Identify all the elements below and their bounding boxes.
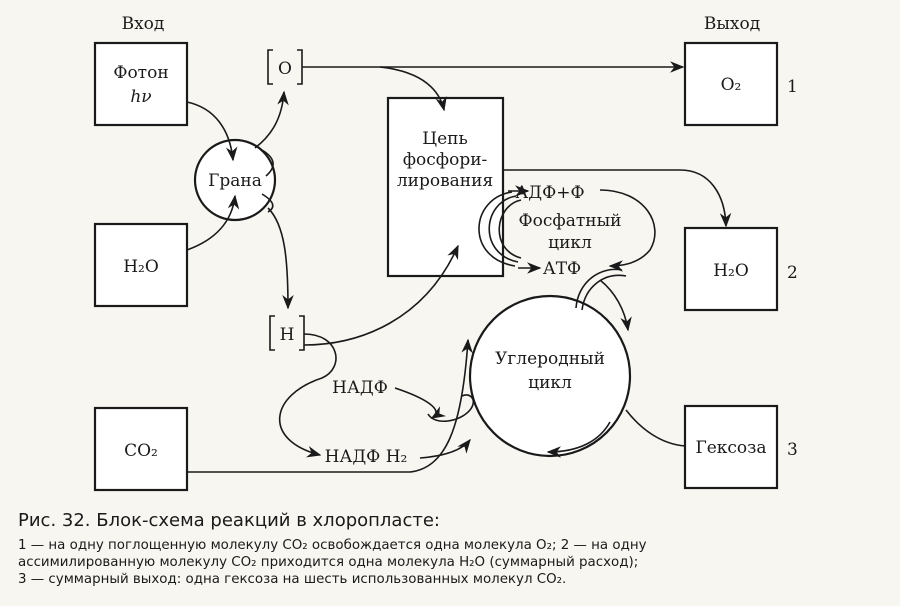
photon-to-grana-arrow <box>186 101 238 162</box>
co2-input-label: CO₂ <box>124 441 158 461</box>
hexose-output-label: Гексоза <box>695 438 766 458</box>
input-header: Вход <box>122 14 165 34</box>
hexose-output-box <box>683 404 779 490</box>
co2-input-box <box>93 406 189 492</box>
o2-output-label: O₂ <box>721 75 742 95</box>
grana-label: Грана <box>208 171 262 191</box>
co2-to-carbon-arrow <box>187 338 473 473</box>
grana-to-hydrogen-arrow <box>267 207 294 310</box>
hydrogen-bracket-label: H <box>280 325 295 345</box>
grana-to-oxygen-arrow <box>254 90 289 149</box>
atp-coupling-curl-2 <box>581 274 627 311</box>
output-number-1: 1 <box>787 77 798 97</box>
hydrogen-to-chain-arrow <box>303 244 459 346</box>
output-number-2: 2 <box>787 263 798 283</box>
oxygen-to-chain-arrow <box>379 66 447 112</box>
water-to-grana-arrow <box>186 194 240 251</box>
carbon-cycle-line2: цикл <box>528 373 572 393</box>
nadph-to-carbon-arrow <box>419 438 471 459</box>
water-output-box <box>683 226 779 312</box>
atp-coupling-curl-1 <box>575 268 623 309</box>
hydrogen-bracket <box>269 315 305 351</box>
chain-label-line2: фосфори- <box>403 150 488 170</box>
caption-note-line3: 3 — суммарный выход: одна гексоза на шес… <box>18 572 567 587</box>
phosphate-cycle-return-arrow <box>599 189 656 272</box>
carbon-cycle-curl <box>427 394 475 422</box>
phosphate-cycle-line1: Фосфатный <box>519 211 622 231</box>
nadph-label: НАДФ H₂ <box>325 447 408 467</box>
atp-to-carbon-arrow <box>599 279 632 332</box>
phosphate-cycle-line2: цикл <box>548 233 592 253</box>
oxygen-bracket-label: O <box>278 59 292 79</box>
chain-label-line3: лирования <box>397 171 493 191</box>
chain-to-water-output-arrow <box>503 169 732 228</box>
adp-label: АДФ+Ф <box>515 183 584 203</box>
grana-inner-curl-top <box>261 149 274 177</box>
output-header: Выход <box>704 14 760 34</box>
caption-title: Рис. 32. Блок-схема реакций в хлоропласт… <box>18 510 440 531</box>
chain-label-line1: Цепь <box>422 129 467 149</box>
nadp-loop-arrow <box>394 387 447 419</box>
hydrogen-to-nadph-arrow <box>278 333 337 458</box>
photon-hv-label: hν <box>130 87 151 107</box>
water-input-box <box>93 222 189 308</box>
phosphate-arc-3 <box>498 199 522 259</box>
atp-label: АТФ <box>543 259 581 279</box>
phosphate-arc-2 <box>488 195 519 263</box>
carbon-to-hexose-line <box>625 409 686 447</box>
photon-box <box>93 41 189 127</box>
carbon-cycle-line1: Углеродный <box>495 349 605 369</box>
figure-caption: Рис. 32. Блок-схема реакций в хлоропласт… <box>18 510 888 588</box>
water-input-label: H₂O <box>123 257 159 277</box>
nadp-label: НАДФ <box>332 378 388 398</box>
water-output-label: H₂O <box>713 261 749 281</box>
caption-note-line1: 1 — на одну поглощенную молекулу CO₂ осв… <box>18 538 647 553</box>
grana-circle <box>193 138 277 222</box>
chloroplast-reaction-diagram: Вход Выход Фотон hν H₂O CO₂ O₂ 1 H₂O 2 Г… <box>93 14 798 492</box>
output-number-3: 3 <box>787 440 798 460</box>
o2-output-box <box>683 41 779 127</box>
carbon-cycle-arrow <box>546 421 611 458</box>
caption-note-line2: ассимилированную молекулу CO₂ приходится… <box>18 555 639 570</box>
phosphate-arc-1 <box>478 191 516 267</box>
photon-label: Фотон <box>113 63 168 83</box>
